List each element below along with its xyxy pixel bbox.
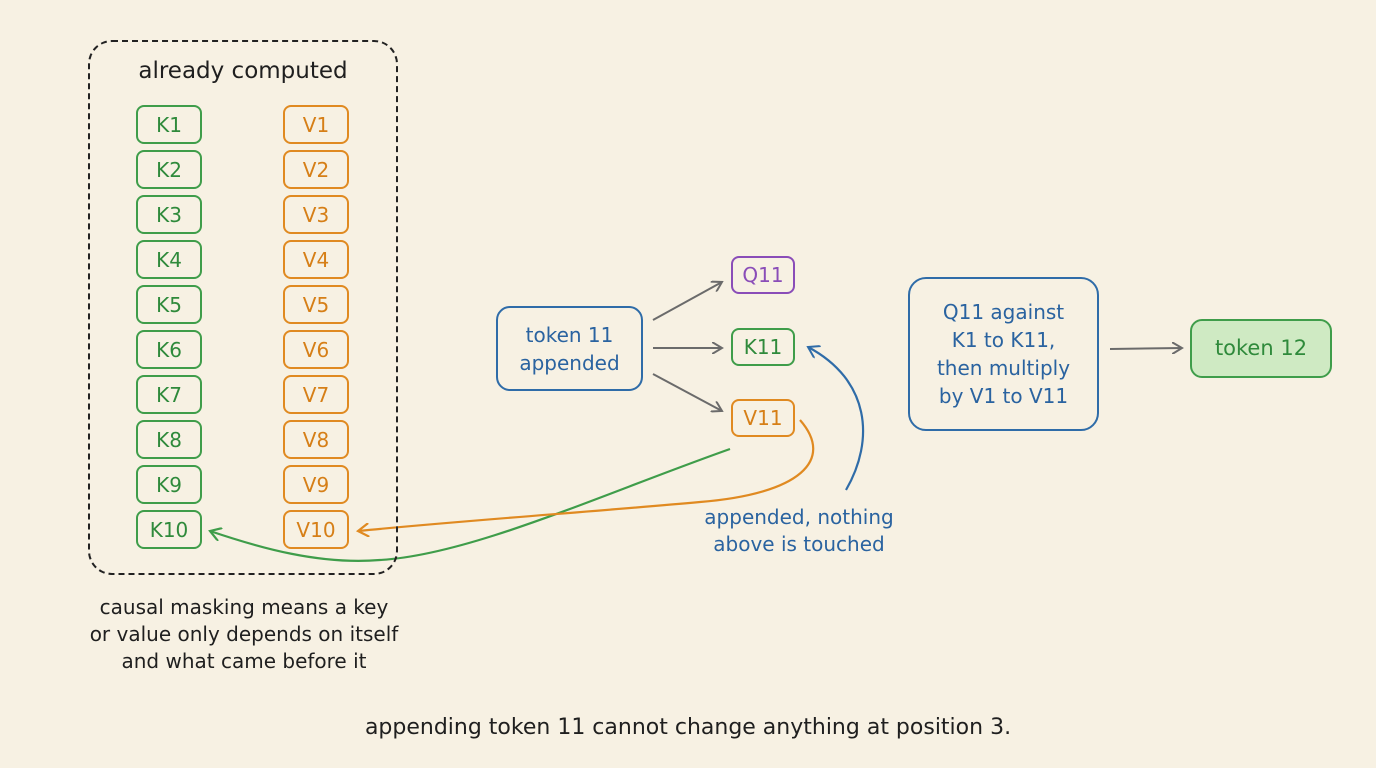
cache-value-7: V7: [283, 375, 349, 414]
computed-cache-frame: [88, 40, 398, 575]
cache-key-4: K4: [136, 240, 202, 279]
v11-box: V11: [731, 399, 795, 437]
cache-key-1: K1: [136, 105, 202, 144]
token-12-box: token 12: [1190, 319, 1332, 378]
k11-box: K11: [731, 328, 795, 366]
arrow-token-to-v11: [652, 373, 722, 411]
token-11-label: token 11 appended: [519, 322, 620, 375]
k11-label: K11: [743, 335, 783, 359]
caption: appending token 11 cannot change anythin…: [364, 715, 1012, 740]
append-note: appended, nothing above is touched: [704, 505, 894, 556]
q11-box: Q11: [731, 256, 795, 294]
cache-key-2: K2: [136, 150, 202, 189]
attention-step-label: Q11 against K1 to K11, then multiply by …: [936, 300, 1071, 408]
arrow-token-to-q11: [652, 282, 722, 321]
causal-mask-note: causal masking means a key or value only…: [89, 595, 399, 673]
arrow-k11-to-k10: [210, 447, 731, 562]
arrow-v11-to-v10: [358, 419, 815, 531]
cache-value-2: V2: [283, 150, 349, 189]
cache-key-7: K7: [136, 375, 202, 414]
cache-title: already computed: [138, 58, 348, 84]
cache-value-8: V8: [283, 420, 349, 459]
cache-value-5: V5: [283, 285, 349, 324]
cache-value-9: V9: [283, 465, 349, 504]
arrow-note-to-k11: [808, 347, 865, 491]
cache-key-6: K6: [136, 330, 202, 369]
cache-value-6: V6: [283, 330, 349, 369]
cache-key-9: K9: [136, 465, 202, 504]
cache-value-4: V4: [283, 240, 349, 279]
cache-key-5: K5: [136, 285, 202, 324]
cache-value-10: V10: [283, 510, 349, 549]
v11-label: V11: [743, 406, 783, 430]
arrow-attention-to-token12: [1109, 348, 1182, 349]
cache-key-8: K8: [136, 420, 202, 459]
attention-step-box: Q11 against K1 to K11, then multiply by …: [908, 277, 1099, 431]
token-12-label: token 12: [1214, 335, 1308, 360]
cache-key-10: K10: [136, 510, 202, 549]
token-11-box: token 11 appended: [496, 306, 643, 391]
cache-value-1: V1: [283, 105, 349, 144]
cache-key-3: K3: [136, 195, 202, 234]
q11-label: Q11: [742, 263, 784, 287]
cache-value-3: V3: [283, 195, 349, 234]
